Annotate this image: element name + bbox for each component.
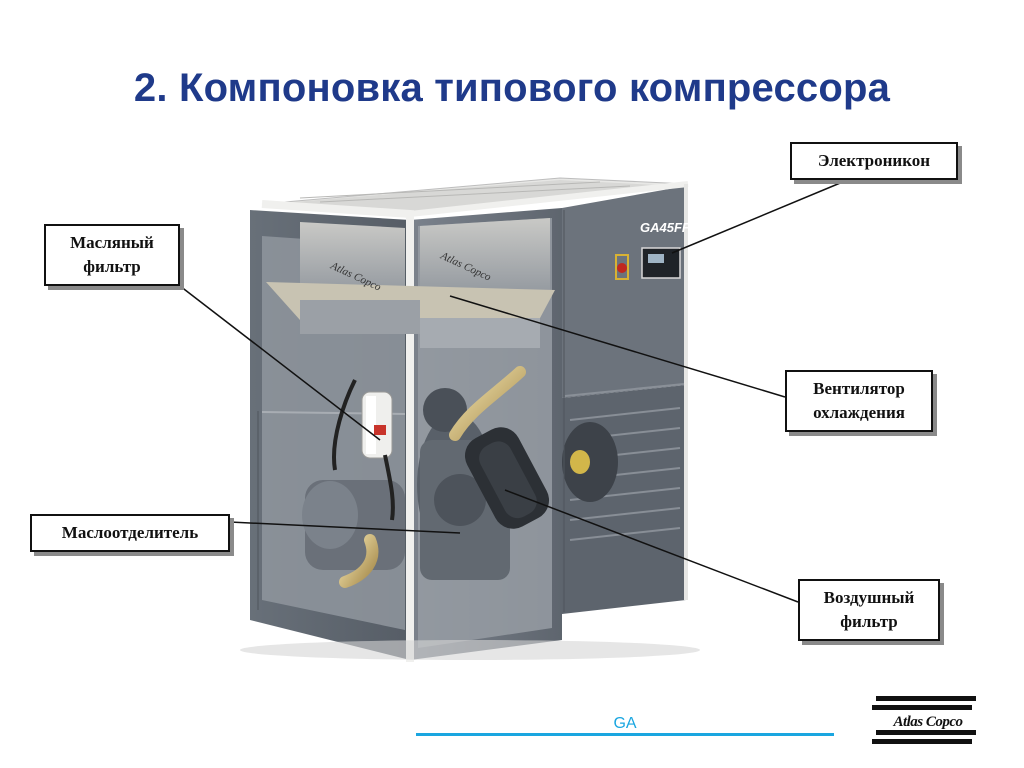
leader-line-separator [229,521,461,534]
callout-cooling-fan-line2: охлаждения [813,403,905,422]
logo-text: Atlas Copco [893,714,963,730]
callout-oil-separator: Маслоотделитель [30,514,230,552]
footer-divider [416,733,834,736]
oil-filter-canister [361,391,393,459]
callout-oil-filter-line1: Масляный [70,233,154,252]
pipe-lower [339,534,379,588]
pipe-upper [449,366,526,441]
callout-oil-separator-text: Маслоотделитель [61,523,199,542]
leader-line-fan [449,295,786,398]
leader-line-oil-filter [179,285,381,441]
atlas-copco-logo: Atlas Copco [868,694,988,746]
oil-separator-vessel [302,480,405,570]
callout-electronikon: Электроникон [790,142,958,180]
callout-electronikon-text: Электроникон [817,151,931,170]
page-title: 2. Компоновка типового компрессора [133,66,891,110]
cabinet-right-panel [562,186,686,398]
callout-cooling-fan: Вентилятор охлаждения [785,370,933,432]
callout-oil-filter-line2: фильтр [83,257,141,276]
callout-air-filter-line2: фильтр [840,612,898,631]
callout-oil-filter: Масляный фильтр [44,224,180,286]
leader-line-air-filter [504,489,799,603]
model-badge: GA45FF [640,220,691,235]
callout-cooling-fan-line1: Вентилятор [813,379,905,398]
footer-label: GA [613,715,637,732]
logo-mark-icon [872,696,976,744]
air-filter-housing [464,427,550,529]
fan-housing [300,222,405,300]
callout-air-filter-line1: Воздушный [823,588,915,607]
callout-air-filter: Воздушный фильтр [798,579,940,641]
leader-line-electronikon [671,180,846,254]
